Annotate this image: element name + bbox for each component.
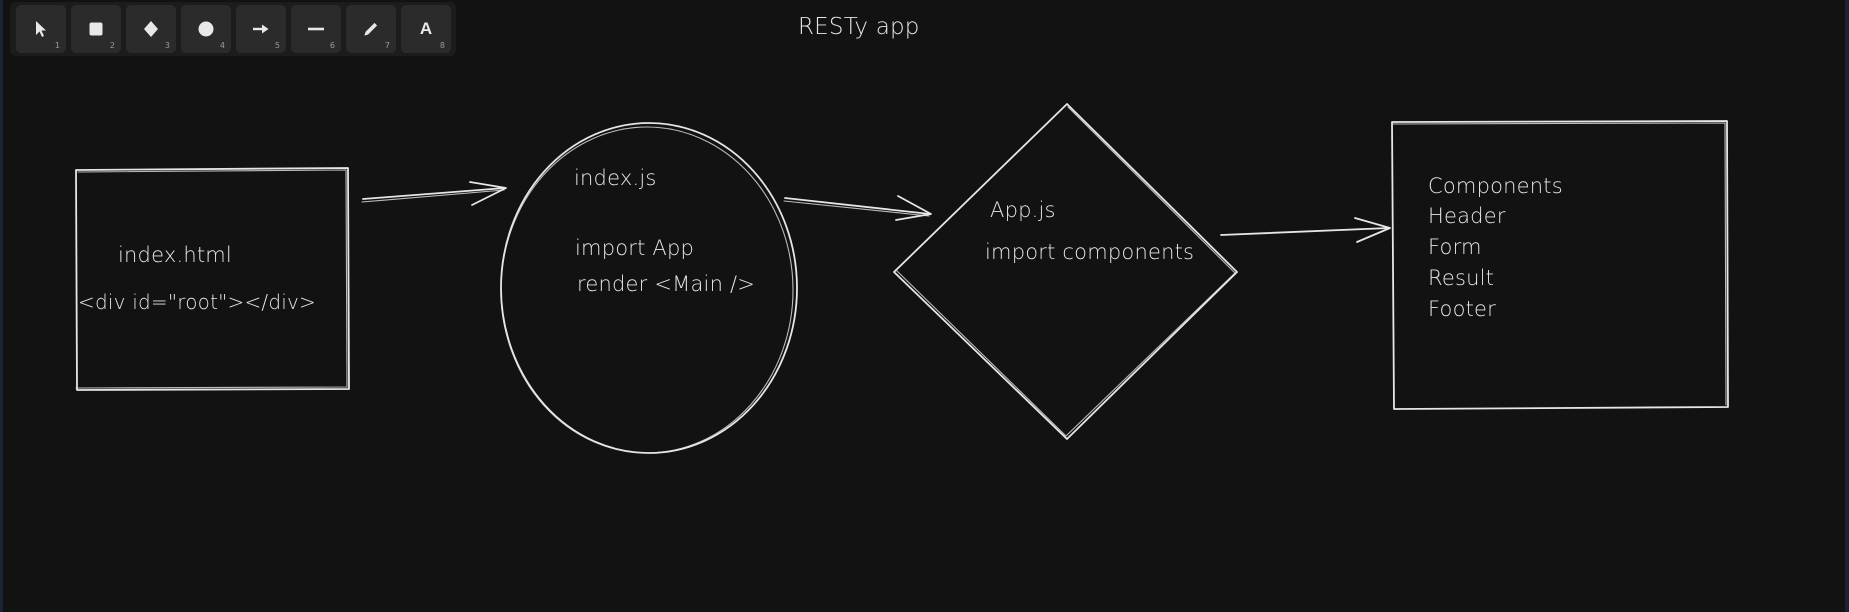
circle-icon: [198, 21, 214, 37]
line-icon: [308, 27, 324, 31]
pointer-icon: [36, 21, 46, 37]
tool-shortcut: 5: [274, 41, 280, 50]
frame-edge-right: [1845, 0, 1849, 612]
components-box-shape: [1391, 120, 1729, 410]
components-box-item-result: Result: [1428, 266, 1495, 290]
index-circle-shape-sketch: [500, 126, 794, 454]
components-box-item-form: Form: [1428, 235, 1482, 259]
tool-shortcut: 4: [219, 41, 225, 50]
arrow-html-to-index: [362, 187, 506, 200]
components-box-item-header: Header: [1428, 204, 1506, 228]
tool-shortcut: 8: [439, 41, 445, 50]
index-circle-import: import App: [575, 236, 695, 260]
tool-ellipse[interactable]: 4: [181, 5, 231, 53]
index-circle-filename: index.js: [574, 166, 657, 190]
arrow-html-to-index-sketch: [361, 189, 505, 203]
html-box-shape: [75, 167, 350, 391]
frame-edge-left: [0, 0, 3, 612]
arrow-index-to-app-head: [895, 195, 932, 221]
tool-arrow[interactable]: 5: [236, 5, 286, 53]
arrow-html-to-index-head: [469, 181, 507, 206]
tool-shortcut: 3: [164, 41, 170, 50]
tool-shortcut: 2: [109, 41, 115, 50]
tool-shortcut: 7: [384, 41, 390, 50]
arrow-icon: [253, 24, 269, 34]
app-diamond-filename: App.js: [990, 198, 1056, 222]
arrow-app-to-components: [1220, 227, 1390, 236]
diamond-icon: [144, 21, 158, 37]
text-icon: A: [419, 19, 433, 38]
drawing-toolbar: 1 2 3 4 5 6 7: [10, 2, 456, 56]
diagram-title: RESTy app: [798, 14, 920, 40]
tool-diamond[interactable]: 3: [126, 5, 176, 53]
tool-shortcut: 1: [54, 41, 60, 50]
pencil-icon: [364, 22, 378, 36]
tool-text[interactable]: A 8: [401, 5, 451, 53]
app-diamond-shape-sketch: [896, 106, 1236, 437]
arrow-index-to-app: [784, 197, 931, 215]
arrow-index-to-app-sketch: [783, 200, 930, 217]
tool-shortcut: 6: [329, 41, 335, 50]
tool-select[interactable]: 1: [16, 5, 66, 53]
arrow-app-to-components-head: [1354, 217, 1391, 243]
tool-line[interactable]: 6: [291, 5, 341, 53]
components-box-shape-sketch: [1392, 122, 1727, 406]
square-icon: [89, 22, 103, 36]
html-box-code: <div id="root"></div>: [78, 290, 317, 314]
html-box-filename: index.html: [118, 243, 232, 267]
tool-draw[interactable]: 7: [346, 5, 396, 53]
app-diamond-shape: [893, 103, 1238, 440]
components-box-title: Components: [1428, 174, 1563, 198]
app-diamond-import: import components: [985, 240, 1195, 264]
tool-rectangle[interactable]: 2: [71, 5, 121, 53]
html-box-shape-sketch: [75, 169, 348, 389]
components-box-item-footer: Footer: [1428, 297, 1497, 321]
index-circle-render: render <Main />: [577, 272, 756, 296]
